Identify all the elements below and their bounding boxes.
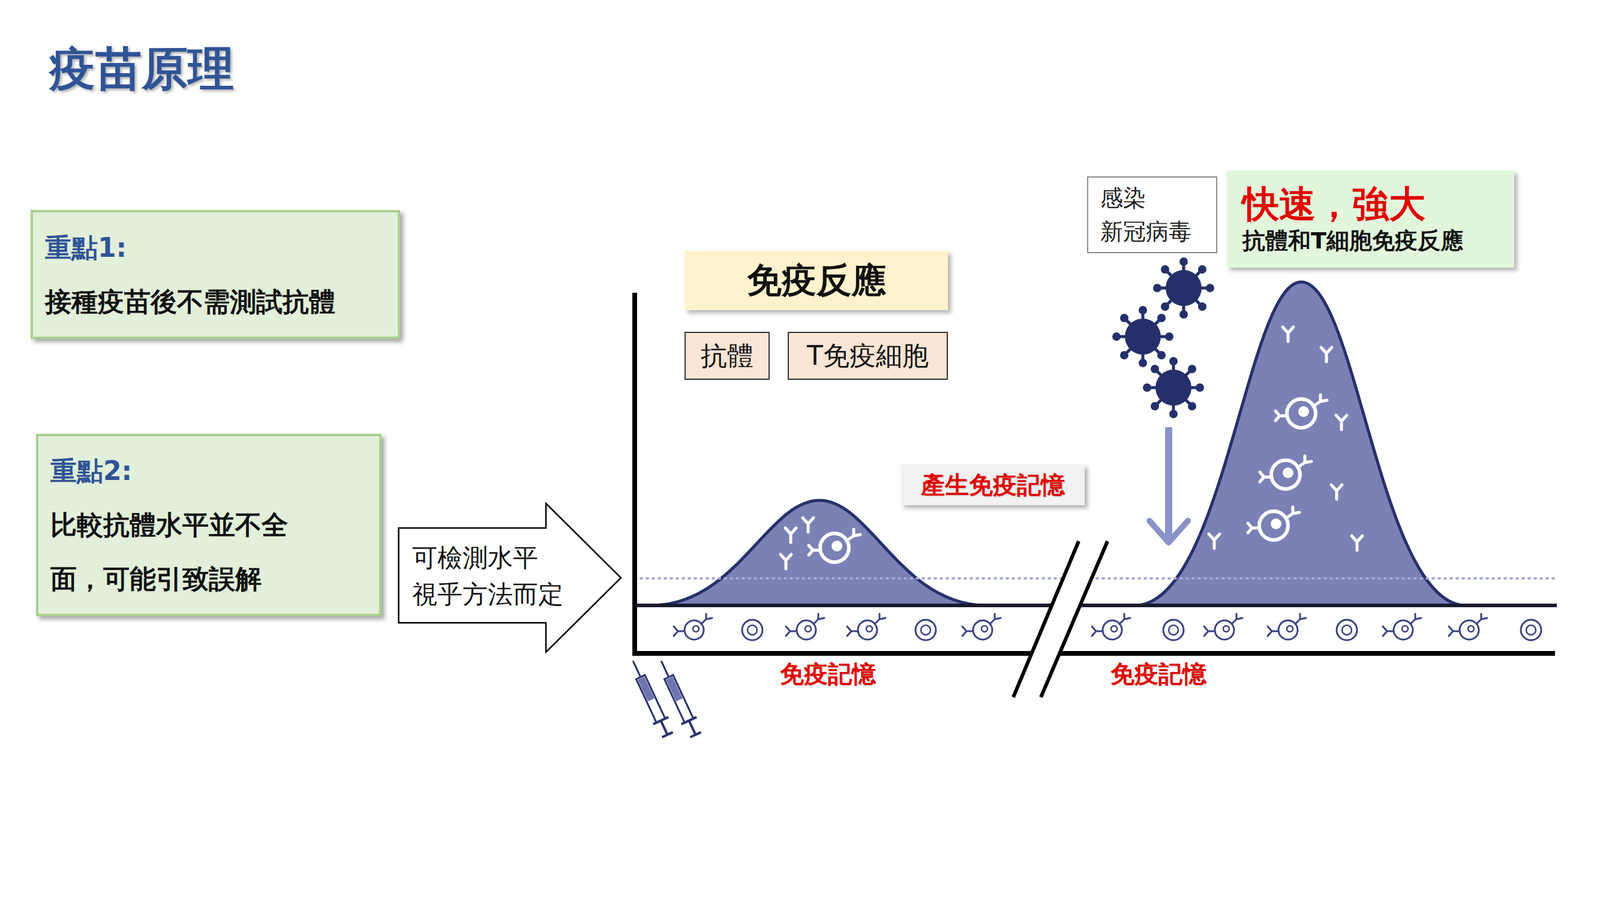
memory-cell: [847, 613, 886, 640]
memory-cell: [1448, 613, 1488, 640]
result-heading: 快速，強大: [1242, 182, 1515, 226]
key-point-box: 重點2:比較抗體水平並不全 面，可能引致誤解: [35, 433, 382, 617]
tag-text: 抗體: [700, 338, 754, 374]
memory-cell: [742, 619, 763, 641]
antibody-icon: [1336, 415, 1347, 430]
slide-title: 疫苗原理: [49, 41, 234, 96]
callout-text: 產生免疫記憶: [920, 468, 1065, 502]
memory-label: 免疫記憶: [761, 657, 894, 690]
key-point-box: 重點1:接種疫苗後不需測試抗體: [30, 209, 401, 339]
memory-cell: [785, 613, 825, 640]
axis-break-gap: [1013, 541, 1108, 698]
memory-cell: [1204, 613, 1243, 640]
antibody-icon: [1208, 533, 1220, 549]
antibody-icon: [780, 554, 792, 569]
antibody-icon: [1282, 326, 1294, 342]
syringe-icon: [653, 656, 704, 738]
infection-arrow: [1149, 427, 1188, 543]
response-peak-small: [653, 500, 984, 606]
peak-antibodies: [780, 326, 1363, 569]
t-cell-icon: [1275, 394, 1328, 428]
tag-box: T免疫細胞: [787, 331, 948, 380]
memory-cell: [1520, 619, 1542, 641]
antibody-icon: [1321, 347, 1332, 362]
key-point-heading: 重點2:: [50, 443, 380, 498]
virus-icon: [1112, 305, 1174, 368]
tag-box: 抗體: [684, 331, 770, 380]
memory-band-line: [634, 603, 1557, 608]
memory-cell: [962, 613, 1001, 640]
arrow-text: 可檢測水平 視乎方法而定: [412, 539, 593, 613]
memory-cell: [915, 619, 936, 641]
memory-cell: [1382, 613, 1422, 640]
virus-particles: [1112, 257, 1215, 419]
response-peak-large: [1136, 281, 1464, 606]
memory-cell: [673, 613, 713, 640]
note-box: 感染 新冠病毒: [1087, 176, 1218, 254]
memory-cells: [673, 613, 1542, 641]
t-cell-icon: [1259, 455, 1312, 489]
key-point-text: 接種疫苗後不需測試抗體: [44, 274, 398, 329]
syringe-icon: [625, 656, 675, 738]
heading-box: 免疫反應: [684, 250, 948, 311]
memory-cell: [1336, 619, 1358, 641]
tag-text: T免疫細胞: [806, 338, 929, 374]
block-arrow: 可檢測水平 視乎方法而定: [397, 502, 623, 654]
t-cell-icon: [808, 529, 861, 563]
arrow-head: [1149, 520, 1188, 543]
callout-box: 產生免疫記憶: [901, 464, 1085, 506]
key-point-text: 比較抗體水平並不全 面，可能引致誤解: [50, 497, 321, 606]
result-text: 抗體和T細胞免疫反應: [1242, 225, 1515, 256]
detection-threshold-line: [634, 577, 1557, 580]
memory-label: 免疫記憶: [1092, 657, 1225, 690]
key-point-heading: 重點1:: [44, 220, 398, 275]
heading-text: 免疫反應: [746, 257, 887, 305]
antibody-icon: [1331, 484, 1343, 500]
memory-cell: [1163, 619, 1184, 641]
vaccine-syringes: [625, 656, 704, 738]
axis-break-mark: [1013, 541, 1079, 698]
memory-cell: [1091, 613, 1131, 640]
result-box: 快速，強大抗體和T細胞免疫反應: [1226, 170, 1515, 268]
antibody-icon: [802, 517, 814, 533]
note-text: 感染 新冠病毒: [1100, 181, 1203, 249]
arrow-shaft: [1165, 427, 1173, 539]
virus-icon: [1142, 356, 1205, 419]
arrow-shape: [398, 503, 622, 653]
arrow-outline: [397, 502, 623, 654]
antibody-icon: [785, 527, 797, 543]
t-cell-icon: [1247, 506, 1300, 540]
virus-icon: [1153, 257, 1215, 319]
y-axis: [632, 292, 638, 656]
antibody-icon: [1351, 535, 1363, 551]
x-axis: [634, 650, 1556, 656]
memory-cell: [1267, 613, 1307, 640]
axis-break-mark: [1040, 541, 1108, 698]
